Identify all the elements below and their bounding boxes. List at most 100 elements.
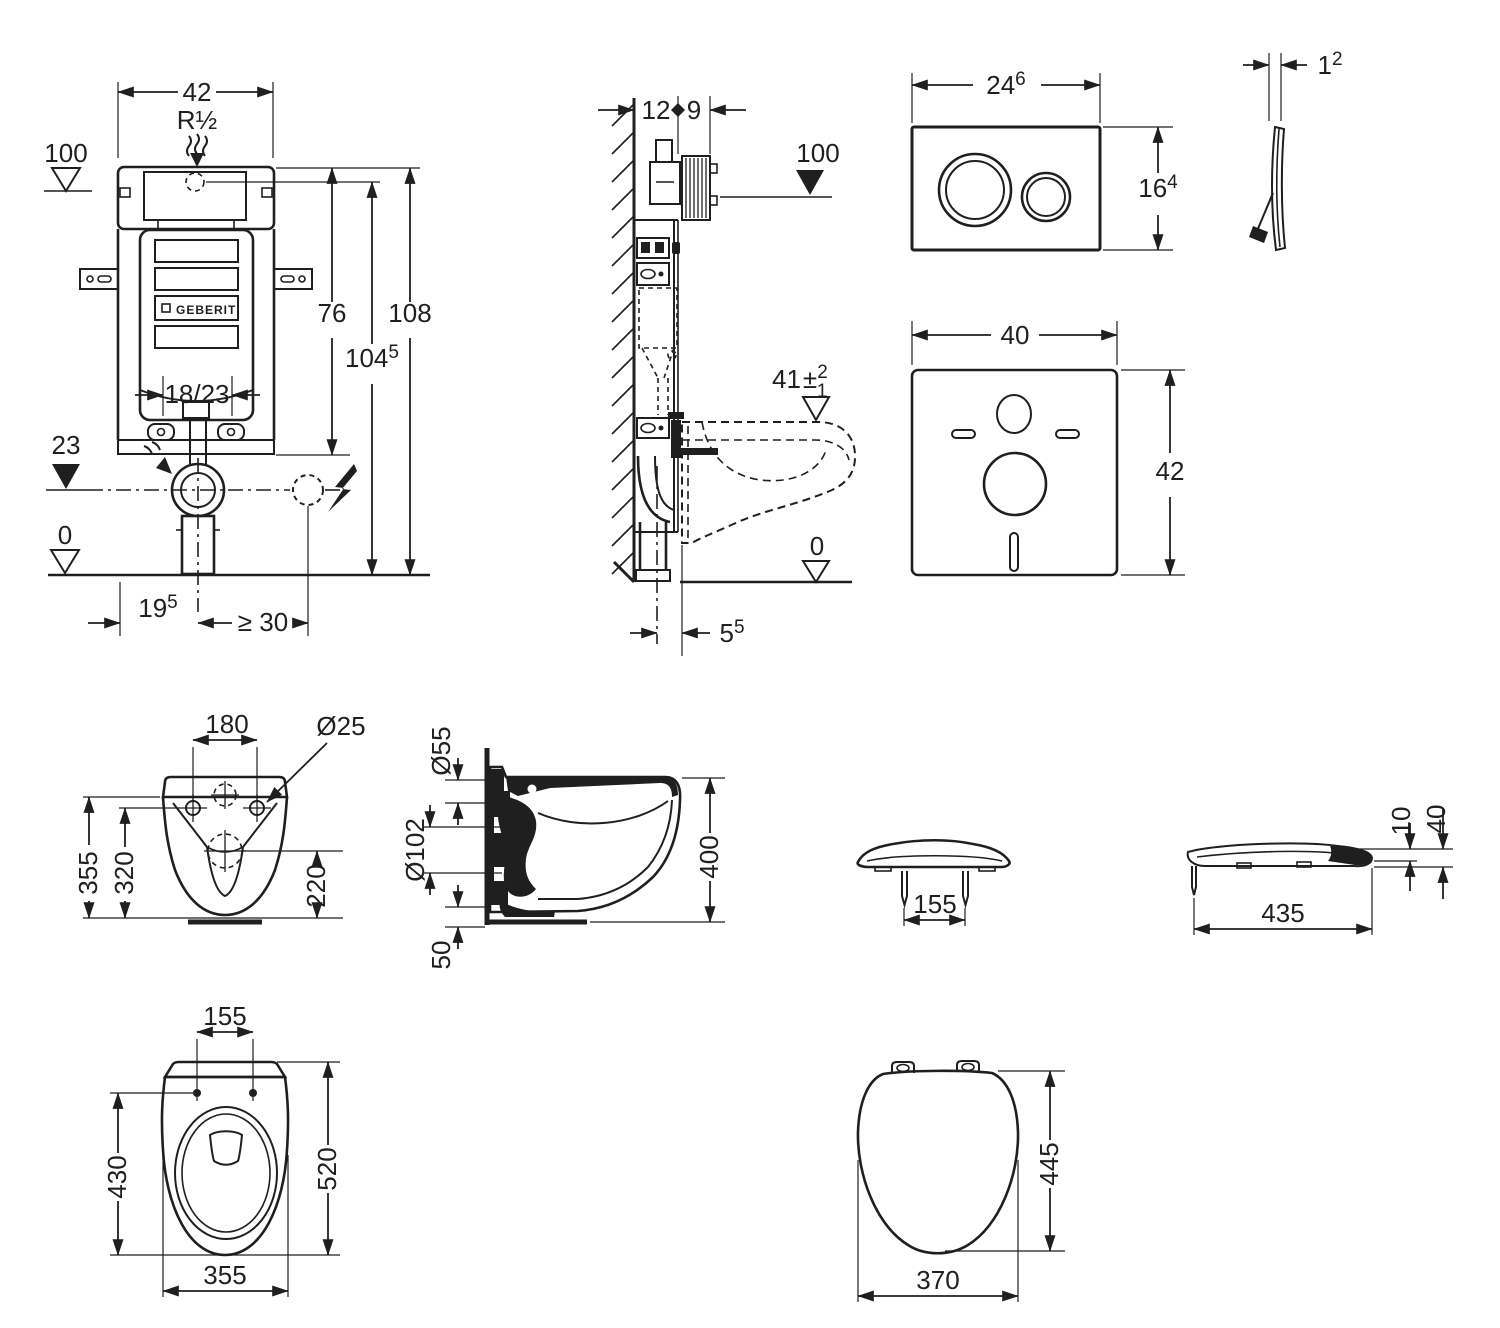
toilet-dashed-outline — [681, 421, 857, 544]
water-connection-arrow — [186, 133, 208, 167]
level-100: 100 — [44, 138, 380, 193]
lightning-bolt-icon — [328, 464, 357, 512]
dim-76: 76 — [318, 298, 347, 328]
dim-42: 42 — [1156, 456, 1185, 486]
level-0-label: 0 — [810, 531, 824, 561]
wall-and-floor — [484, 748, 587, 925]
seat-side-view: 435 10 40 — [1186, 805, 1453, 935]
dim-355: 355 — [73, 851, 103, 894]
dimension-220: 220 — [242, 850, 343, 919]
dim-19-5: 195 — [138, 592, 178, 623]
seat-outline — [856, 1060, 1020, 1255]
dimension-155: 155 — [196, 1001, 254, 1101]
dimension-40: 40 — [1374, 805, 1453, 899]
flush-plate-outline — [910, 125, 1102, 252]
sound-insulation-mat: 40 42 — [910, 320, 1185, 577]
dimension-370: 370 — [857, 1160, 1019, 1302]
dim-1-2: 12 — [1317, 49, 1342, 80]
dimension-355: 355 — [73, 796, 160, 919]
dim-50: 50 — [426, 941, 456, 970]
dimension-24-6: 246 — [911, 69, 1101, 123]
dim-18-23: 18/23 — [164, 379, 229, 409]
dimension-108: 108 — [388, 167, 432, 576]
dimension-12-9: 12 9 — [598, 95, 746, 154]
dimension-d102: Ø102 — [400, 805, 502, 895]
seat-front-view: 155 — [856, 838, 1011, 926]
level-100-label: 100 — [44, 138, 87, 168]
dimension-bottom: 195 ≥ 30 — [88, 506, 309, 637]
dim-435: 435 — [1261, 898, 1304, 928]
flush-plate-front: 246 164 — [910, 69, 1178, 252]
dim-42: 42 — [183, 77, 212, 107]
bowl-plan-view: 155 430 520 355 — [102, 1001, 342, 1297]
dimension-d55: Ø55 — [426, 726, 498, 825]
dimension-outlet-18-23: 18/23 — [135, 376, 260, 416]
bowl-rear-view: 180 Ø25 355 320 220 — [73, 709, 366, 925]
cistern-front-view: GEBERIT 42 — [44, 77, 432, 637]
dim-220: 220 — [301, 864, 331, 907]
level-0-side: 0 — [680, 531, 852, 584]
dim-108: 108 — [388, 298, 431, 328]
dim-430: 430 — [102, 1155, 132, 1198]
wall — [611, 98, 636, 584]
dimension-1-2: 12 — [1243, 49, 1343, 121]
dimension-5-5: 55 — [630, 545, 745, 656]
dimension-104-5: 1045 — [345, 181, 399, 576]
level-0: 0 — [49, 520, 81, 575]
seat-plan-view: 445 370 — [856, 1060, 1065, 1302]
dim-d102: Ø102 — [400, 818, 430, 882]
dim-155: 155 — [913, 889, 956, 919]
dimension-445: 445 — [945, 1070, 1065, 1252]
level-0-label: 0 — [58, 520, 72, 550]
dim-355: 355 — [203, 1260, 246, 1290]
mat-outline — [910, 368, 1119, 577]
dimension-180: 180 — [192, 709, 258, 799]
level-23-label: 23 — [52, 430, 81, 460]
dimension-42: 42 — [1121, 369, 1185, 576]
dim-370: 370 — [916, 1265, 959, 1295]
dimension-355: 355 — [162, 1155, 289, 1297]
cistern-frame-outline: GEBERIT — [79, 165, 313, 576]
dimension-400: 400 — [590, 777, 725, 923]
dim-445: 445 — [1034, 1142, 1064, 1185]
dimension-width-42: 42 — [117, 77, 274, 158]
seat-profile — [1186, 842, 1374, 896]
dim-10: 10 — [1386, 807, 1416, 836]
dim-ge-30: ≥ 30 — [238, 607, 288, 637]
plate-profile — [1249, 125, 1287, 252]
dim-155: 155 — [203, 1001, 246, 1031]
dimension-76: 76 — [276, 167, 420, 456]
dim-180: 180 — [205, 709, 248, 739]
dim-40: 40 — [1421, 805, 1451, 834]
dimension-430: 430 — [102, 1092, 193, 1256]
bowl-side-section: Ø55 Ø102 400 50 — [400, 726, 725, 969]
level-23: 23 — [46, 430, 88, 491]
dimension-d25: Ø25 — [266, 711, 366, 803]
dim-r-half: R½ — [177, 105, 217, 135]
dimension-320: 320 — [109, 807, 179, 919]
dimension-520: 520 — [110, 1061, 342, 1256]
level-100-side: 100 — [720, 138, 840, 198]
dimension-50: 50 — [426, 885, 485, 969]
cable-arrow — [143, 441, 172, 474]
dim-320: 320 — [109, 851, 139, 894]
dim-d55: Ø55 — [426, 726, 456, 775]
centerlines — [88, 458, 342, 612]
dim-520: 520 — [312, 1147, 342, 1190]
dim-5-5: 55 — [719, 617, 744, 648]
dimension-155: 155 — [903, 889, 966, 926]
dim-12: 12 — [642, 95, 671, 125]
frame-profile — [634, 139, 718, 644]
level-100-label: 100 — [796, 138, 839, 168]
dimension-16-4: 164 — [1103, 126, 1178, 251]
dimension-10: 10 — [1355, 807, 1453, 891]
bowl-section — [488, 765, 682, 917]
dimension-435: 435 — [1193, 868, 1373, 935]
dim-104-5: 1045 — [345, 342, 399, 373]
bowl-outline — [160, 1060, 290, 1257]
dim-d25: Ø25 — [316, 711, 365, 741]
